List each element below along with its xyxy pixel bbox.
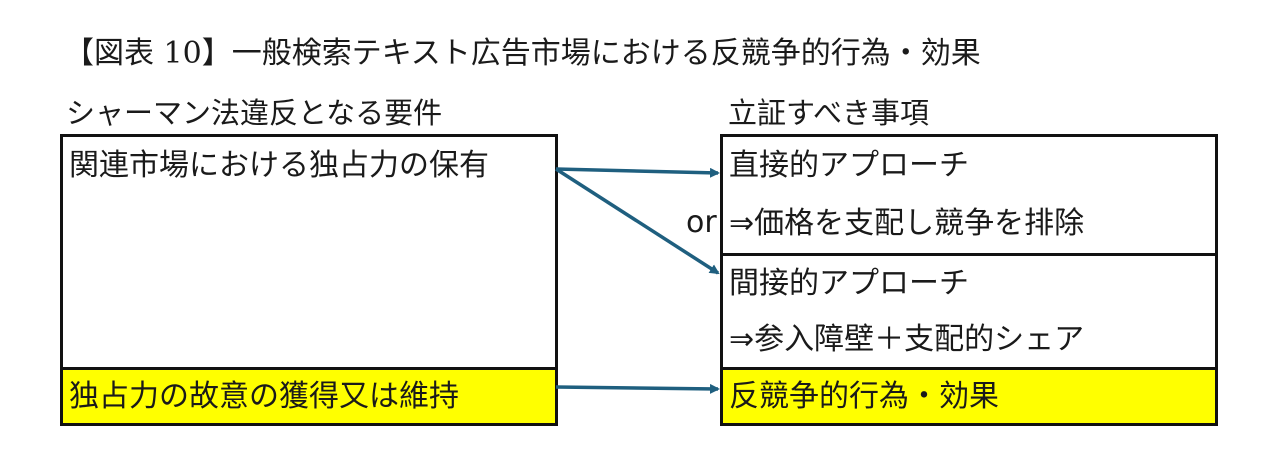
requirement-willful-acquisition: 独占力の故意の獲得又は維持 <box>63 370 555 423</box>
proof-indirect-detail: ⇒参入障壁＋支配的シェア <box>729 322 1085 357</box>
figure-title: 【図表 10】一般検索テキスト広告市場における反競争的行為・効果 <box>64 36 981 71</box>
requirements-box: 関連市場における独占力の保有 独占力の故意の獲得又は維持 <box>60 134 558 426</box>
arrow-to-indirect <box>555 167 720 275</box>
proof-direct-detail: ⇒価格を支配し競争を排除 <box>729 206 1085 241</box>
proof-indirect-approach: 間接的アプローチ <box>729 266 969 301</box>
left-column-header: シャーマン法違反となる要件 <box>66 96 443 130</box>
proof-direct-approach: 直接的アプローチ <box>729 148 969 183</box>
arrow-to-anticompetitive <box>555 383 720 394</box>
proof-items-box: 直接的アプローチ ⇒価格を支配し競争を排除 間接的アプローチ ⇒参入障壁＋支配的… <box>720 134 1218 426</box>
arrow-to-direct <box>555 167 720 178</box>
requirement-monopoly-power: 関連市場における独占力の保有 <box>69 148 489 183</box>
divider <box>723 253 1215 256</box>
divider <box>723 367 1215 370</box>
proof-anticompetitive-conduct: 反競争的行為・効果 <box>723 370 1215 423</box>
divider <box>63 367 555 370</box>
right-column-header: 立証すべき事項 <box>728 96 929 130</box>
or-label: or <box>686 205 717 240</box>
